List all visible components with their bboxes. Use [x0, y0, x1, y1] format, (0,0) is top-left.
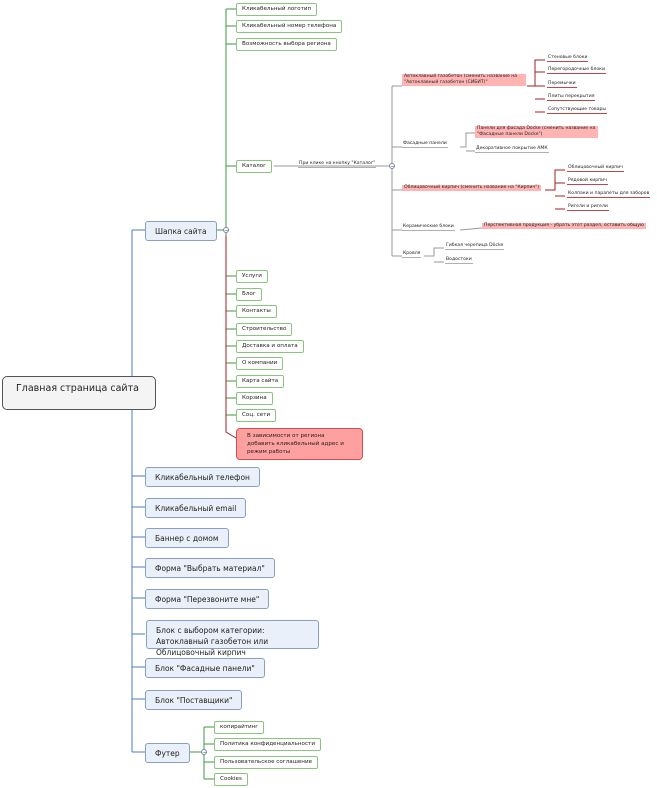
header-item: Доставка и оплата — [236, 340, 304, 353]
clickable-phone-node: Кликабельный телефон — [145, 467, 260, 487]
catalog-node: Каталог — [236, 160, 273, 173]
callback-form-node: Форма "Перезвоните мне" — [145, 589, 270, 609]
header-item: Блог — [236, 288, 262, 301]
header-item: Корзина — [236, 392, 273, 405]
header-item: Кликабельный логотип — [236, 3, 318, 16]
aerated-item: Стеновые блоки — [547, 55, 589, 62]
aerated-item: Плиты перекрытия — [547, 94, 596, 101]
brick-item: Ригели и ригели — [567, 204, 609, 211]
roof-category: Кровля — [402, 251, 422, 258]
collapse-toggle-icon[interactable]: − — [201, 749, 208, 756]
brick-item: Колпаки и парапеты для заборов — [567, 191, 651, 198]
ceramic-note: Перспективная продукция - убрать этот ра… — [482, 223, 646, 229]
footer-item: копирайтинг — [214, 721, 265, 734]
banner-node: Баннер с домом — [145, 528, 229, 548]
suppliers-block-node: Блок "Поставщики" — [145, 690, 243, 710]
brick-item: Облицовочный кирпич — [567, 165, 624, 172]
header-item: Возможность выбора региона — [236, 38, 337, 51]
header-item: Соц. сети — [236, 409, 277, 422]
facade-item: Декоративное покрытие АМК — [475, 146, 549, 153]
material-form-node: Форма "Выбрать материал" — [145, 558, 275, 578]
ceramic-category: Керамические блоки — [402, 224, 455, 231]
region-note: В зависимости от региона добавить кликаб… — [236, 428, 363, 460]
footer-node: Футер — [145, 743, 190, 763]
roof-item: Водостоки — [445, 257, 473, 264]
category-block-node: Блок с выбором категории: Автоклавный га… — [146, 620, 319, 657]
brick-category: Облицовочный кирпич (сменить название на… — [402, 185, 542, 191]
header-node: Шапка сайта — [145, 221, 217, 241]
header-item: О компании — [236, 357, 284, 370]
aerated-item: Перемычки — [547, 81, 577, 88]
aerated-item: Перегородочные блоки — [547, 67, 606, 74]
header-item: Строительство — [236, 323, 293, 336]
footer-item: Политика конфиденциальности — [214, 738, 321, 751]
aerated-item: Сопутствующие товары — [547, 107, 608, 114]
facade-block-node: Блок "Фасадные панели" — [145, 658, 265, 678]
catalog-link-label: При клике на кнопку "Каталог" — [298, 161, 377, 168]
header-item: Услуги — [236, 270, 268, 283]
brick-item: Рядовой кирпич — [567, 178, 608, 185]
header-item: Контакты — [236, 305, 277, 318]
facade-category: Фасадные панели — [402, 141, 448, 148]
aerated-category: Автоклавный газобетон (сменить название … — [402, 74, 526, 86]
header-item: Кликабельный номер телефона — [236, 20, 343, 33]
footer-item: Пользовательское соглашение — [214, 756, 319, 769]
clickable-email-node: Кликабельный email — [145, 498, 247, 518]
collapse-toggle-icon[interactable]: − — [389, 163, 396, 170]
root-node: Главная страница сайта — [2, 376, 156, 410]
footer-item: Cookies — [214, 773, 248, 786]
collapse-toggle-icon[interactable]: − — [223, 227, 230, 234]
facade-item: Панели для фасада Docke (сменить названи… — [475, 126, 598, 138]
header-item: Карта сайта — [236, 375, 285, 388]
roof-item: Гибкая черепица Döcke — [445, 243, 505, 250]
